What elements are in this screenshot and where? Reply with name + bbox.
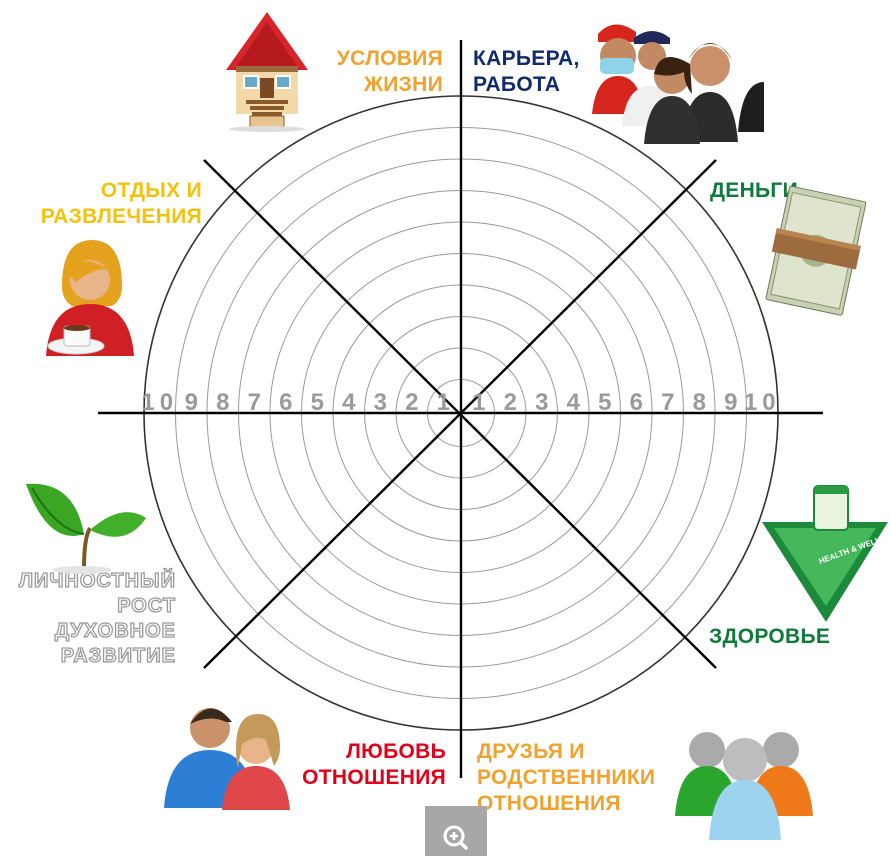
love-line2: ОТНОШЕНИЯ (302, 766, 446, 789)
scale-left-4: 4 (342, 389, 356, 416)
friends-line2: РОДСТВЕННИКИ (477, 766, 656, 789)
career-line2: РАБОТА (473, 73, 561, 96)
living-conditions-label: УСЛОВИЯ ЖИЗНИ (328, 46, 443, 98)
scale-right-8: 8 (693, 389, 706, 416)
sprout-icon (26, 483, 146, 574)
scale-right-10: 10 (744, 389, 781, 416)
scale-right-2: 2 (504, 389, 517, 416)
career-label: КАРЬЕРА, РАБОТА (473, 46, 580, 98)
scale-left-7: 7 (248, 389, 261, 416)
growth-line1: ЛИЧНОСТНЫЙ (18, 569, 176, 592)
health-wellness-icon: HEALTH & WELLNESS (762, 485, 890, 622)
professionals-icon (592, 24, 764, 144)
health-line1: ЗДОРОВЬЕ (709, 625, 831, 648)
growth-line2: РОСТ (117, 594, 176, 617)
love-label: ЛЮБОВЬ ОТНОШЕНИЯ (288, 739, 446, 791)
friends-group-icon (675, 732, 813, 840)
scale-right-9: 9 (724, 389, 737, 416)
scale-left-6: 6 (279, 389, 292, 416)
career-line1: КАРЬЕРА, (473, 47, 580, 70)
diagonal-axis-2 (203, 159, 717, 669)
money-stack-icon (765, 185, 867, 316)
scale-left-3: 3 (374, 389, 387, 416)
friends-label: ДРУЗЬЯ И РОДСТВЕННИКИ ОТНОШЕНИЯ (477, 739, 655, 817)
scale-left-2: 2 (405, 389, 418, 416)
scale-left-5: 5 (311, 389, 324, 416)
growth-line4: РАЗВИТИЕ (60, 644, 176, 667)
scale-left-9: 9 (185, 389, 198, 416)
wheel-axes (98, 40, 823, 778)
scale-right-5: 5 (598, 389, 611, 416)
house-icon (226, 12, 308, 132)
scale-right-3: 3 (535, 389, 548, 416)
love-line1: ЛЮБОВЬ (346, 740, 446, 763)
scale-right-4: 4 (567, 389, 581, 416)
zoom-in-icon (443, 825, 468, 850)
living-line2: ЖИЗНИ (364, 73, 443, 96)
couple-icon (164, 708, 290, 810)
woman-with-coffee-icon (46, 240, 134, 356)
scale-left-1: 1 (437, 389, 450, 416)
scale-right-7: 7 (661, 389, 674, 416)
living-line1: УСЛОВИЯ (336, 47, 443, 70)
money-line1: ДЕНЬГИ (710, 179, 799, 202)
growth-line3: ДУХОВНОЕ (54, 619, 176, 642)
rest-line2: РАЗВЛЕЧЕНИЯ (40, 205, 202, 228)
growth-label: ЛИЧНОСТНЫЙ РОСТ ДУХОВНОЕ РАЗВИТИЕ (4, 569, 176, 669)
scale-right-1: 1 (472, 389, 485, 416)
rest-line1: ОТДЫХ И (100, 179, 202, 202)
rest-label: ОТДЫХ И РАЗВЛЕЧЕНИЯ (24, 178, 202, 230)
scale-right-6: 6 (630, 389, 643, 416)
scale-left-8: 8 (216, 389, 229, 416)
health-label: ЗДОРОВЬЕ (709, 624, 830, 650)
zoom-button[interactable] (425, 806, 487, 856)
friends-line3: ОТНОШЕНИЯ (477, 792, 621, 815)
scale-left-10: 10 (141, 389, 178, 416)
friends-line1: ДРУЗЬЯ И (477, 740, 585, 763)
money-label: ДЕНЬГИ (710, 178, 798, 204)
